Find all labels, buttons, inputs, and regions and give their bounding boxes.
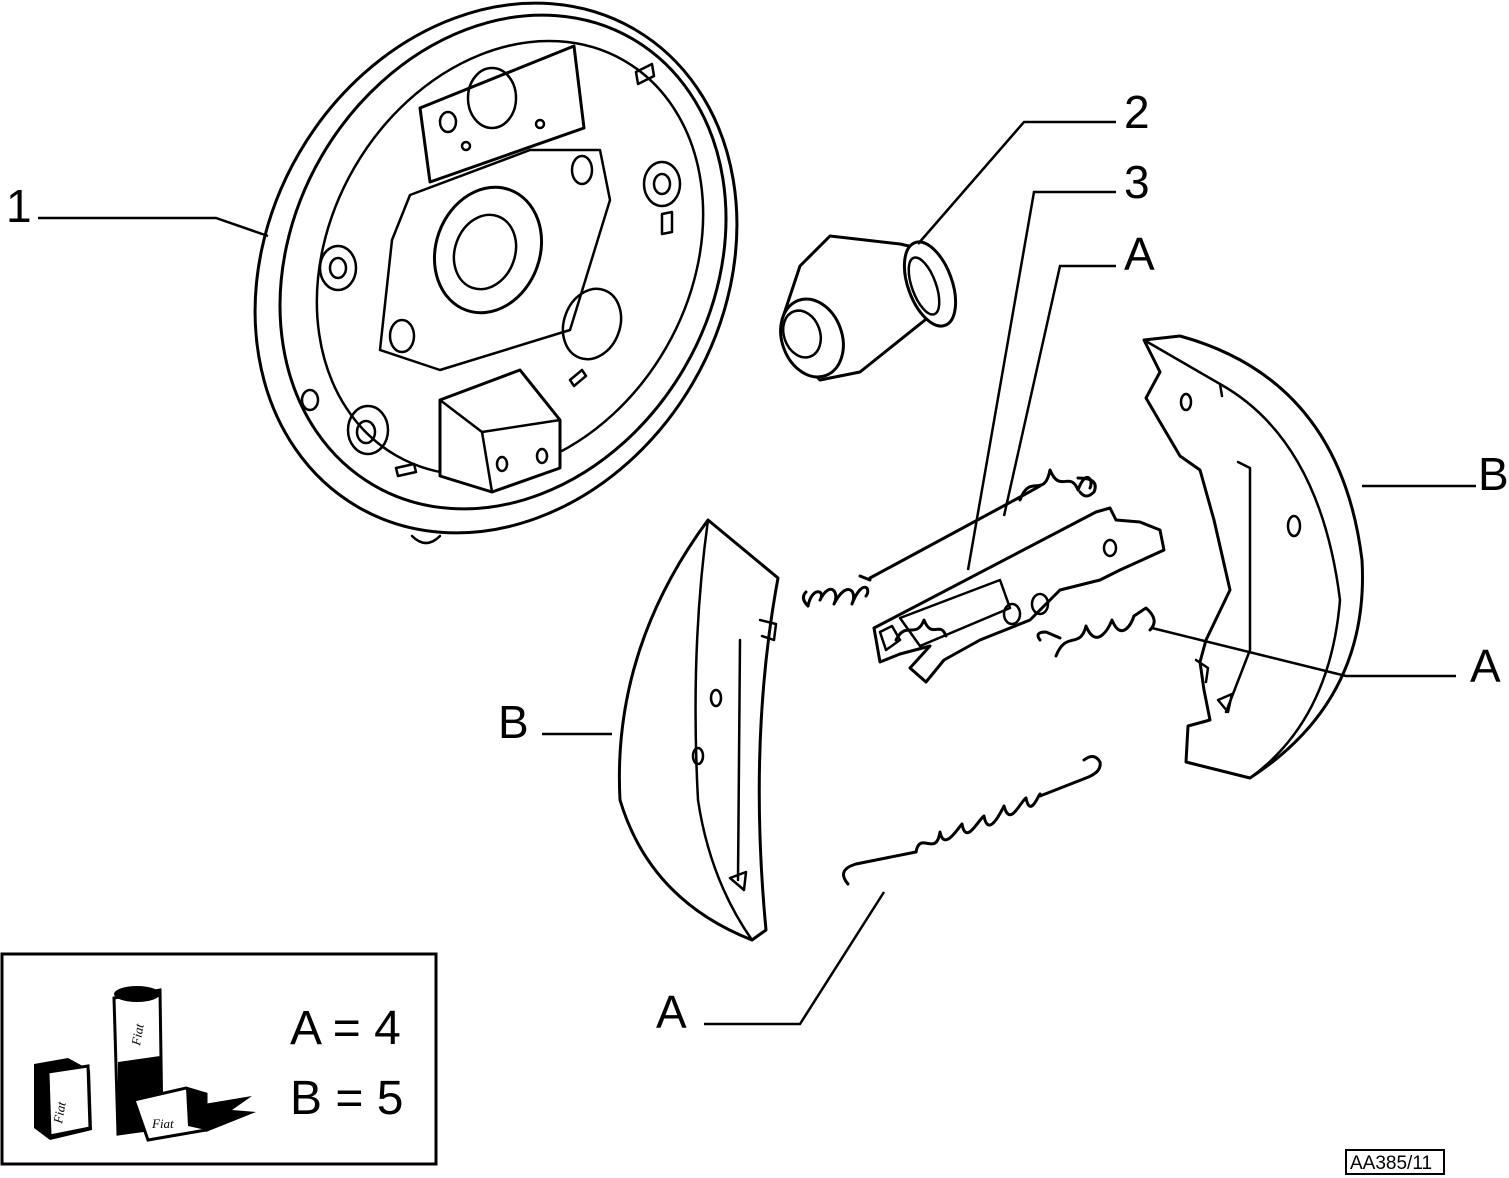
brake-shoe-right <box>1142 334 1364 780</box>
callout-1: 1 <box>6 180 32 232</box>
brand-box-left-text: Fiat <box>50 1100 69 1125</box>
callout-3: 3 <box>1124 156 1150 208</box>
callout-b-right: B <box>1478 448 1509 500</box>
wheel-cylinder <box>779 234 958 382</box>
callout-a-bottom: A <box>656 986 687 1038</box>
callout-b-left: B <box>498 696 529 748</box>
callout-2: 2 <box>1124 86 1150 138</box>
spring-left <box>801 574 872 608</box>
adjuster-strut <box>872 506 1166 684</box>
reference-code-box: AA385/11 <box>1345 1149 1445 1175</box>
callout-a-upper: A <box>1124 228 1155 280</box>
legend-b-value: B = 5 <box>290 1072 403 1125</box>
brand-box-right-text: Fiat <box>151 1116 174 1131</box>
brand-tube-text: Fiat <box>128 1022 147 1047</box>
lubricant-box-left-icon: Fiat <box>34 1058 92 1140</box>
legend-box: Fiat Fiat Fiat A = 4 B = 5 <box>0 952 438 1166</box>
spring-right <box>1036 606 1156 658</box>
leader-lines <box>38 120 1476 1026</box>
spring-upper <box>868 468 1097 580</box>
backing-plate <box>253 1 739 545</box>
legend-a-value: A = 4 <box>290 1002 401 1055</box>
lubricant-box-right-icon: Fiat <box>132 1086 256 1142</box>
reference-code: AA385/11 <box>1350 1153 1432 1174</box>
callout-a-right: A <box>1470 640 1501 692</box>
spring-bottom <box>842 755 1102 886</box>
brake-shoe-left <box>617 518 780 942</box>
